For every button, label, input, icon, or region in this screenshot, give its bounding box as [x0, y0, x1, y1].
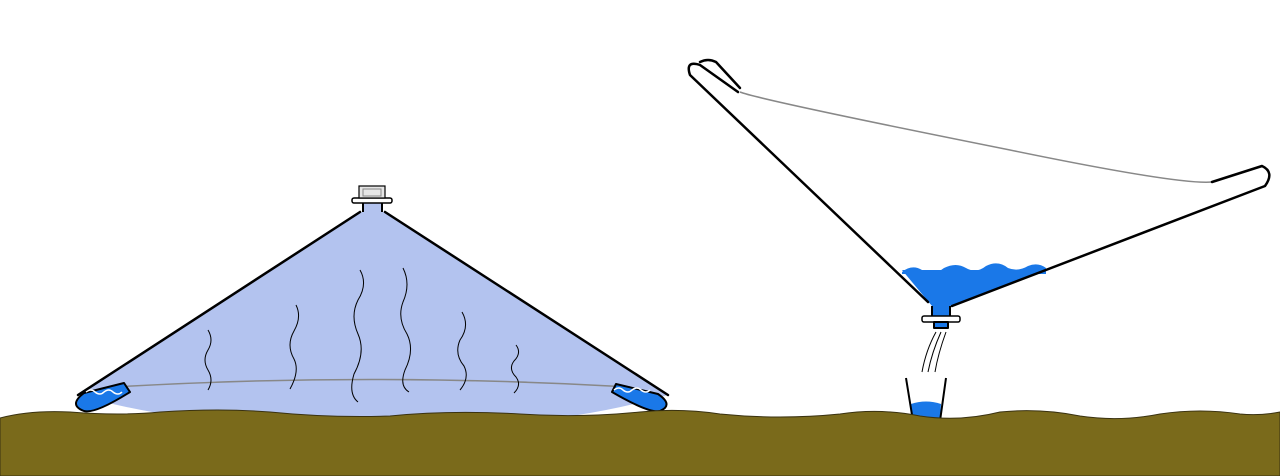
water-stream — [927, 331, 942, 373]
left-cone-still — [75, 185, 670, 429]
water-stream — [921, 331, 937, 373]
vapor-line — [289, 304, 300, 390]
tent-right-edge — [383, 210, 670, 397]
tent-left-edge — [76, 210, 362, 397]
vapor-line — [510, 344, 520, 394]
water-stream — [934, 331, 947, 373]
tent-neck-ring — [351, 197, 393, 204]
tent-body — [78, 212, 668, 429]
funnel-water-surface — [902, 263, 1046, 274]
tent-cap-inner — [362, 188, 382, 197]
vapor-line — [204, 329, 212, 391]
ground — [0, 409, 1280, 476]
right-trough-ripple — [613, 387, 651, 393]
funnel-rim-left-top — [698, 58, 742, 90]
right-inverted-cone — [687, 58, 1271, 422]
tent-seam — [114, 378, 631, 388]
funnel-rim-right — [950, 164, 1271, 308]
vapor-line — [400, 267, 411, 393]
funnel-water — [902, 270, 1046, 312]
left-trough-ripple — [85, 389, 123, 395]
funnel-rim-left — [687, 62, 930, 304]
funnel-spout — [933, 321, 949, 329]
left-trough — [75, 382, 131, 413]
vapor-line — [457, 311, 467, 391]
funnel-seam — [739, 91, 1213, 183]
vapor-line — [351, 269, 364, 403]
